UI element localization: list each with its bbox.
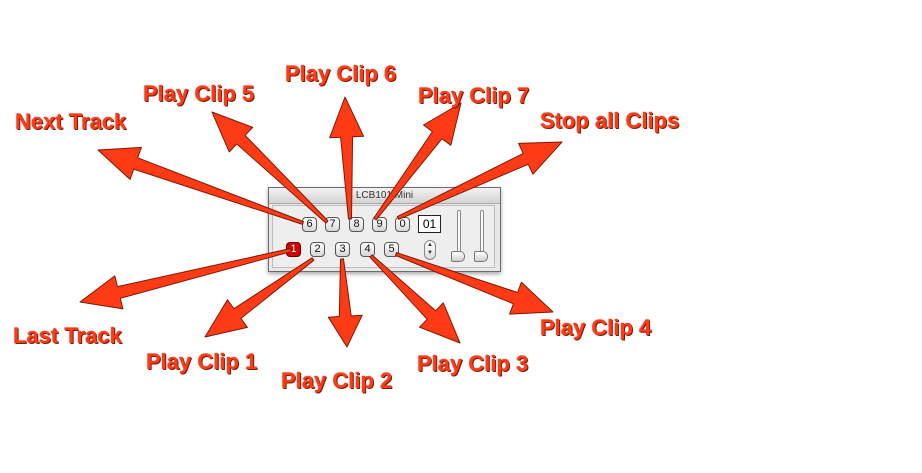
label-play-clip-5: Play Clip 5 <box>143 81 255 106</box>
label-stop-all-clips: Stop all Clips <box>540 108 680 133</box>
track-stepper[interactable]: ▲ ▼ <box>424 240 436 260</box>
fader-1-track <box>457 210 461 256</box>
label-last-track: Last Track <box>13 323 122 348</box>
clip-button-9[interactable]: 9 <box>372 217 387 232</box>
fader-2[interactable] <box>474 210 490 266</box>
label-play-clip-2: Play Clip 2 <box>281 368 393 393</box>
window-title: LCB101 Mini <box>269 188 500 204</box>
arrow-last-track <box>79 248 292 310</box>
last-track-button[interactable]: 1 <box>286 242 301 257</box>
stop-all-clips-button[interactable]: 0 <box>395 217 410 232</box>
stepper-up-icon[interactable]: ▲ <box>427 242 433 248</box>
label-play-clip-1: Play Clip 1 <box>146 349 258 374</box>
fader-1[interactable] <box>451 210 467 266</box>
stepper-down-icon[interactable]: ▼ <box>427 250 433 256</box>
clip-button-8[interactable]: 8 <box>349 217 364 232</box>
fader-1-thumb[interactable] <box>451 251 465 262</box>
arrow-play-clip-2 <box>327 258 363 348</box>
label-play-clip-4: Play Clip 4 <box>540 315 652 340</box>
clip-button-7[interactable]: 7 <box>325 217 340 232</box>
clip-button-4[interactable]: 4 <box>360 242 375 257</box>
lcb-mini-window: LCB101 Mini 6 7 8 9 0 01 1 2 3 4 5 ▲ ▼ <box>268 187 501 272</box>
label-next-track: Next Track <box>15 109 127 134</box>
clip-button-3[interactable]: 3 <box>335 242 350 257</box>
clip-button-2[interactable]: 2 <box>310 242 325 257</box>
fader-2-track <box>480 210 484 256</box>
track-display: 01 <box>418 215 441 233</box>
clip-button-5[interactable]: 5 <box>384 242 399 257</box>
fader-2-thumb[interactable] <box>474 251 488 262</box>
clip-button-6[interactable]: 6 <box>302 217 317 232</box>
control-panel: 6 7 8 9 0 01 1 2 3 4 5 ▲ ▼ <box>272 205 495 268</box>
label-play-clip-7: Play Clip 7 <box>418 83 530 108</box>
label-play-clip-3: Play Clip 3 <box>417 351 529 376</box>
label-play-clip-6: Play Clip 6 <box>285 61 397 86</box>
